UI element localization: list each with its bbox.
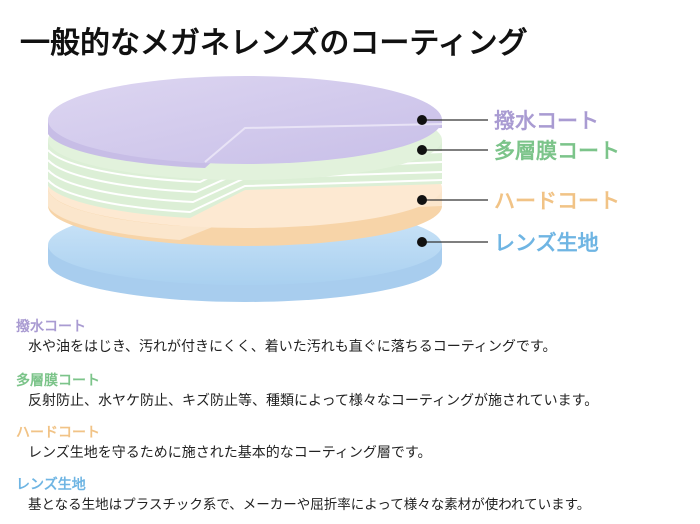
desc-water-repellent: 撥水コート 水や油をはじき、汚れが付きにくく、着いた汚れも直ぐに落ちるコーティン… <box>16 318 557 356</box>
page-title: 一般的なメガネレンズのコーティング <box>20 26 528 61</box>
desc-text: 水や油をはじき、汚れが付きにくく、着いた汚れも直ぐに落ちるコーティングです。 <box>28 339 557 355</box>
desc-multi-layer: 多層膜コート 反射防止、水ヤケ防止、キズ防止等、種類によって様々なコーティングが… <box>16 372 598 410</box>
lens-coating-diagram: 撥水コート 多層膜コート ハードコート レンズ生地 <box>47 76 620 302</box>
label-hard-coat: ハードコート <box>494 189 620 213</box>
desc-name: 多層膜コート <box>16 373 100 389</box>
leader-multi-layer <box>417 145 488 155</box>
water-repellent-coat-layer <box>48 76 443 168</box>
desc-lens-base: レンズ生地 基となる生地はプラスチック系で、メーカーや屈折率によって様々な素材が… <box>16 476 590 514</box>
leader-lens-base <box>417 237 488 247</box>
desc-name: レンズ生地 <box>16 477 86 493</box>
desc-text: 反射防止、水ヤケ防止、キズ防止等、種類によって様々なコーティングが施されています… <box>28 393 599 409</box>
desc-text: レンズ生地を守るために施された基本的なコーティング層です。 <box>28 445 432 461</box>
desc-name: ハードコート <box>16 425 100 441</box>
label-lens-base: レンズ生地 <box>494 231 599 255</box>
desc-name: 撥水コート <box>16 319 86 335</box>
label-water-repellent: 撥水コート <box>494 109 599 133</box>
label-multi-layer: 多層膜コート <box>494 139 620 163</box>
leader-water-repellent <box>417 115 488 125</box>
leader-hard-coat <box>417 195 488 205</box>
desc-text: 基となる生地はプラスチック系で、メーカーや屈折率によって様々な素材が使われていま… <box>28 497 591 513</box>
desc-hard-coat: ハードコート レンズ生地を守るために施された基本的なコーティング層です。 <box>16 424 431 462</box>
